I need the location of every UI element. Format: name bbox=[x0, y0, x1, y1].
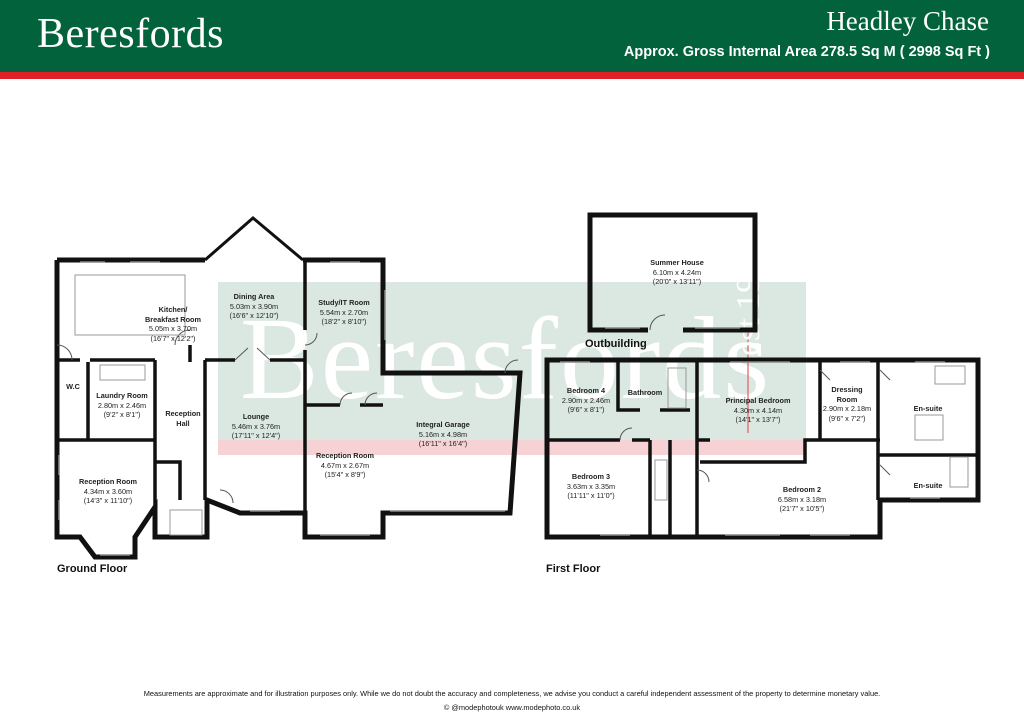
property-title: Headley Chase bbox=[826, 6, 989, 36]
ground-floor-label: Ground Floor bbox=[57, 563, 128, 575]
outbuilding-label: Outbuilding bbox=[585, 338, 647, 350]
summer-house-outline bbox=[587, 212, 758, 333]
watermark-panel bbox=[218, 282, 806, 455]
room-en-suite-1: En-suite bbox=[913, 404, 943, 413]
first-interior-walls bbox=[547, 360, 978, 537]
ground-interior-walls bbox=[57, 260, 383, 513]
brand-logo: Beresfords bbox=[37, 11, 224, 57]
watermark-stripe bbox=[218, 440, 806, 455]
room-bathroom: Bathroom bbox=[627, 388, 663, 397]
door-swings bbox=[56, 314, 891, 504]
ground-floor-outline bbox=[54, 257, 523, 560]
first-floor-outline bbox=[544, 357, 981, 540]
room-wc: W.C bbox=[66, 382, 80, 391]
disclaimer: Measurements are approximate and for ill… bbox=[143, 689, 881, 698]
watermark-divider bbox=[747, 333, 749, 433]
header-bar: Beresfords Headley Chase Approx. Gross I… bbox=[0, 0, 1024, 72]
fixtures bbox=[74, 274, 969, 536]
dining-bay bbox=[204, 216, 304, 262]
first-floor-label: First Floor bbox=[546, 563, 601, 575]
header-accent-bar bbox=[0, 72, 1024, 79]
gross-area: Approx. Gross Internal Area 278.5 Sq M (… bbox=[623, 44, 990, 60]
photo-credit: © @modephotouk www.modephoto.co.uk bbox=[443, 703, 581, 712]
room-en-suite-2: En-suite bbox=[913, 481, 943, 490]
